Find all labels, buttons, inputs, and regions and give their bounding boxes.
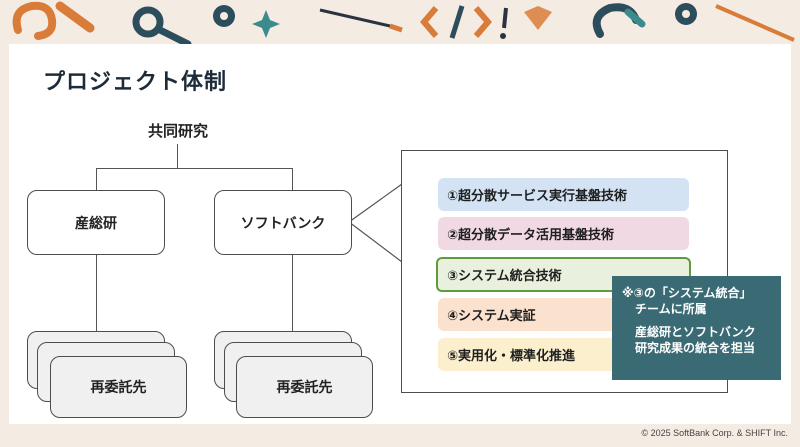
code-icon [420,5,492,39]
gem-icon [524,6,552,30]
note-line-1: ※③の「システム統合」 [622,286,752,300]
technology-label-1: ①超分散サービス実行基盤技術 [447,189,628,204]
technology-item-2: ②超分散データ活用基盤技術 [438,217,689,250]
magnifier-icon [132,6,192,48]
decorative-header-band [12,1,795,48]
pencil-icon [319,8,403,33]
wrench-icon [12,1,95,40]
subcontractor-card-left: 再委託先 [50,356,187,418]
technology-label-5: ⑤実用化・標準化推進 [447,349,576,364]
connector-line [292,168,293,190]
subcontractor-label-right: 再委託先 [276,380,333,396]
org-label-aist: 産総研 [75,215,117,232]
connector-line [96,255,97,331]
technology-item-1: ①超分散サービス実行基盤技術 [438,178,689,211]
org-box-aist: 産総研 [27,190,165,255]
technology-panel: ①超分散サービス実行基盤技術 ②超分散データ活用基盤技術 ③システム統合技術 ④… [401,150,728,393]
sparkle-icon [252,10,280,38]
connector-line [177,144,178,168]
note-line-3: 産総研とソフトバンク [635,325,756,339]
org-label-softbank: ソフトバンク [240,215,326,232]
technology-label-3: ③システム統合技術 [447,269,562,284]
callout-connector [349,183,403,263]
org-box-softbank: ソフトバンク [214,190,352,255]
gear-icon [213,5,235,27]
connector-line [292,255,293,331]
subcontractor-card-right: 再委託先 [236,356,373,418]
page-title: プロジェクト体制 [43,70,228,95]
membership-note: ※③の「システム統合」 チームに所属 産総研とソフトバンク 研究成果の統合を担当 [612,276,781,380]
technology-label-2: ②超分散データ活用基盤技術 [447,228,615,243]
technology-label-4: ④システム実証 [447,309,536,324]
note-line-2: チームに所属 [635,302,707,316]
gear-icon-right [675,3,697,25]
connector-line [96,168,97,190]
note-line-4: 研究成果の統合を担当 [635,341,756,355]
hook-icon [592,3,646,38]
ruler-icon [715,4,795,42]
copyright-footer: © 2025 SoftBank Corp. & SHIFT Inc. [641,428,788,438]
subcontractor-label-left: 再委託先 [90,380,147,396]
exclamation-icon [500,7,508,39]
joint-research-label: 共同研究 [148,122,209,140]
connector-line [96,168,292,169]
slide-content: プロジェクト体制 共同研究 産総研 ソフトバンク 再委託先 再委託先 ①超分散サ… [9,44,791,424]
